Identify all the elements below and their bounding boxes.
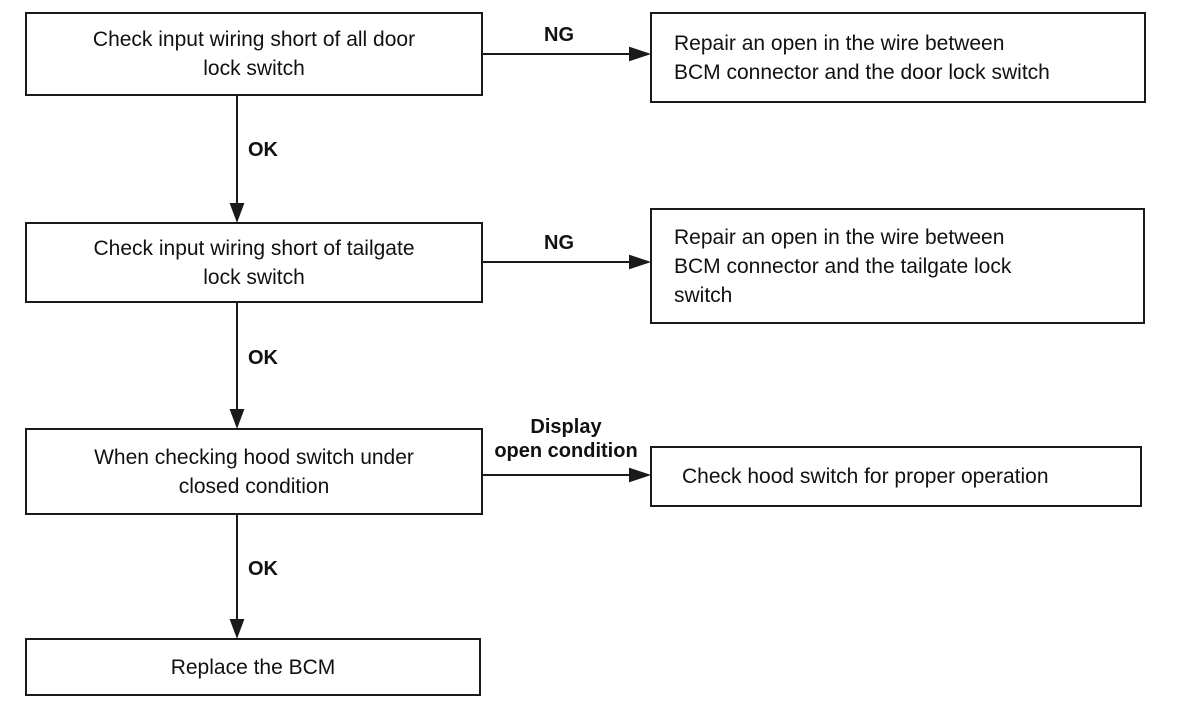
edge-label-ok: OK: [248, 139, 278, 161]
result-text-line: BCM connector and the tailgate lock: [674, 254, 1012, 278]
result-text-line: Check hood switch for proper operation: [682, 465, 1049, 488]
edge-label-display-open-condition: Display open condition: [484, 415, 648, 463]
step-text-line: lock switch: [203, 265, 305, 289]
arrowhead-s1-to-s2: [229, 203, 245, 223]
edge-label-ok: OK: [248, 558, 278, 580]
edge-label-line: open condition: [494, 440, 638, 462]
edge-label-line: Display: [530, 416, 602, 438]
result-check-hood-switch: Check hood switch for proper operation: [650, 446, 1142, 507]
edge-label-ng: NG: [544, 24, 574, 46]
arrowhead-s3-to-r3: [629, 467, 652, 483]
result-repair-tailgate-lock-wire: Repair an open in the wire between BCM c…: [650, 208, 1145, 324]
result-text-line: Repair an open in the wire between: [674, 225, 1005, 249]
edge-label-ng: NG: [544, 232, 574, 254]
result-text-line: Repair an open in the wire between: [674, 31, 1005, 55]
step-text-line: When checking hood switch under: [94, 445, 414, 469]
step-text-line: Replace the BCM: [170, 655, 336, 679]
arrowhead-s3-to-s4: [229, 619, 245, 639]
arrowhead-s2-to-s3: [229, 409, 245, 429]
step-check-hood-switch: When checking hood switch under closed c…: [25, 428, 483, 515]
arrowhead-s2-to-r2: [629, 254, 652, 270]
step-text-line: Check input wiring short of tailgate: [93, 236, 415, 260]
result-text-line: switch: [674, 283, 733, 307]
step-replace-bcm: Replace the BCM: [25, 638, 481, 696]
step-check-tailgate-lock-wiring: Check input wiring short of tailgate loc…: [25, 222, 483, 303]
step-text-line: lock switch: [203, 57, 305, 80]
step-check-door-lock-wiring: Check input wiring short of all door loc…: [25, 12, 483, 96]
step-text-line: closed condition: [178, 474, 330, 498]
result-text-line: BCM connector and the door lock switch: [674, 60, 1050, 84]
edge-label-ok: OK: [248, 347, 278, 369]
result-repair-door-lock-wire: Repair an open in the wire between BCM c…: [650, 12, 1146, 103]
arrowhead-s1-to-r1: [629, 46, 652, 62]
step-text-line: Check input wiring short of all door: [92, 28, 416, 51]
